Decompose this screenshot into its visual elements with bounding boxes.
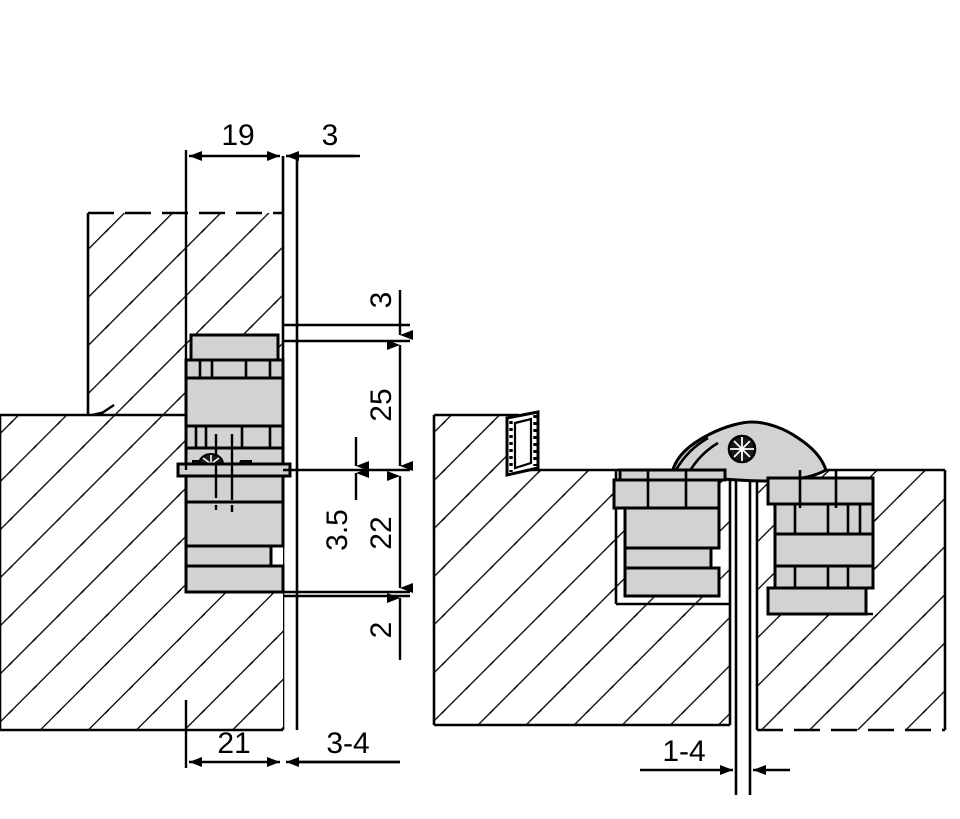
dim-22	[283, 471, 413, 594]
hinge-knuckle	[670, 420, 828, 483]
dim-label-1-4: 1-4	[662, 735, 705, 768]
dim-2	[283, 593, 410, 660]
right-view	[432, 410, 947, 795]
dim-label-3-right: 3	[365, 292, 398, 309]
hinge-body-lower	[176, 462, 292, 594]
dim-21	[184, 700, 280, 768]
dim-label-3-4: 3-4	[326, 727, 369, 760]
dim-label-25: 25	[365, 388, 398, 421]
hinge-arm-door-side	[612, 468, 727, 598]
joint-gap-right-view	[734, 445, 752, 795]
dim-label-19: 19	[221, 119, 254, 152]
dim-label-21: 21	[217, 727, 250, 760]
dim-3-right	[283, 290, 413, 340]
dimension-texts: 19 3 3 25 3.5 22 2 21 3-4 1-4	[217, 119, 705, 768]
dim-19	[184, 150, 280, 470]
hinge-body-upper	[184, 333, 285, 472]
dim-label-3-5: 3.5	[321, 509, 354, 551]
joint-gap-left-view	[281, 156, 299, 730]
hinge-cup-frame-side	[766, 470, 875, 616]
dim-25	[283, 339, 413, 472]
left-view	[0, 156, 299, 732]
dim-label-2: 2	[365, 622, 398, 639]
dimension-layer	[184, 150, 790, 775]
dim-label-22: 22	[365, 516, 398, 549]
seal-profile-right	[505, 410, 540, 477]
dim-label-3-top: 3	[322, 119, 339, 152]
